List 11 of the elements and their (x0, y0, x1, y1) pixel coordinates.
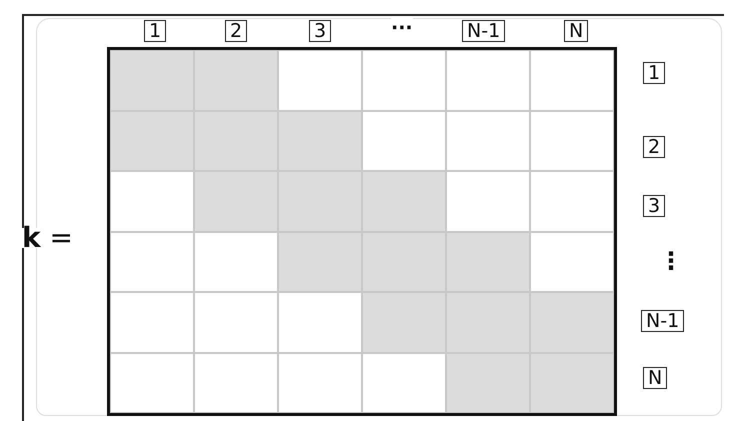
matrix-name-label: k = (22, 228, 73, 248)
row-index-label: 1 (643, 62, 666, 84)
column-index-label: 2 (225, 20, 248, 42)
column-index-label: 3 (309, 20, 332, 42)
column-index-label: N (564, 20, 588, 42)
column-index-label: N-1 (462, 20, 506, 42)
row-index-label: 2 (643, 136, 666, 158)
row-index-label: 3 (643, 195, 666, 217)
row-index-label: N (643, 367, 668, 389)
row-index-label: N-1 (641, 310, 684, 332)
column-index-label: 1 (144, 20, 166, 42)
